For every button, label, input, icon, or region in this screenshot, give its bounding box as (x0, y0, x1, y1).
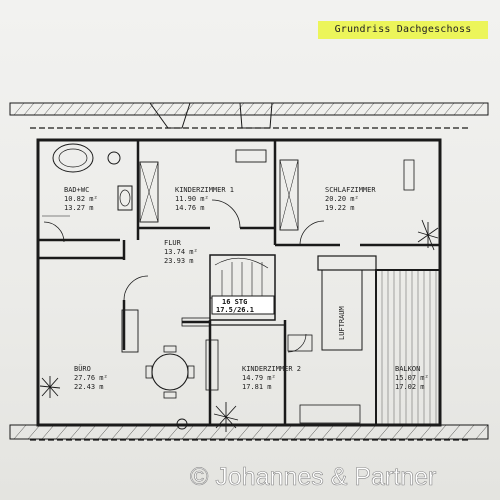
room-buero-area: 27.76 m² (74, 374, 108, 382)
room-buero-name: BÜRO (74, 364, 91, 373)
room-kinder1-perimeter: 14.76 m (175, 204, 205, 212)
luftraum-area (317, 255, 377, 400)
balkon-area (375, 269, 441, 426)
copyright-watermark: © Johannes & Partner (190, 463, 436, 491)
room-balkon-area: 15.07 m² (395, 374, 429, 382)
stair-steps: 16 STG (222, 298, 247, 306)
room-flur-name: FLUR (164, 239, 182, 247)
room-schlaf-perimeter: 19.22 m (325, 204, 355, 212)
room-flur-perimeter: 23.93 m (164, 257, 194, 265)
room-schlaf-name: SCHLAFZIMMER (325, 186, 376, 194)
plant-symbols (39, 219, 439, 432)
luftraum-label: LUFTRAUM (338, 306, 346, 340)
plan-title: Grundriss Dachgeschoss (318, 21, 488, 39)
room-balkon-perimeter: 17.02 m (395, 383, 425, 391)
room-balkon-name: BALKON (395, 365, 420, 373)
room-bad-area: 10.82 m² (64, 195, 98, 203)
roof-edge-bottom (9, 424, 489, 440)
office-table (145, 345, 195, 399)
stair-label-box (211, 295, 275, 315)
room-kinder1-area: 11.90 m² (175, 195, 209, 203)
room-flur-area: 13.74 m² (164, 248, 198, 256)
room-kinder2-name: KINDERZIMMER 2 (242, 365, 301, 373)
bathroom-walls (38, 140, 140, 243)
roof-edge-top (9, 102, 489, 116)
room-buero-perimeter: 22.43 m (74, 383, 104, 391)
kinderzimmer1-walls (138, 140, 277, 245)
room-bad-perimeter: 13.27 m (64, 204, 94, 212)
room-kinder2-area: 14.79 m² (242, 374, 276, 382)
room-bad-name: BAD+WC (64, 186, 89, 194)
stair-ratio: 17.5/26.1 (216, 306, 254, 314)
room-kinder1-name: KINDERZIMMER 1 (175, 186, 234, 194)
schlafzimmer-walls (275, 159, 440, 247)
kinderzimmer2-walls (210, 320, 361, 425)
flur-walls (38, 240, 219, 425)
room-schlaf-area: 20.20 m² (325, 195, 359, 203)
room-kinder2-perimeter: 17.81 m (242, 383, 272, 391)
